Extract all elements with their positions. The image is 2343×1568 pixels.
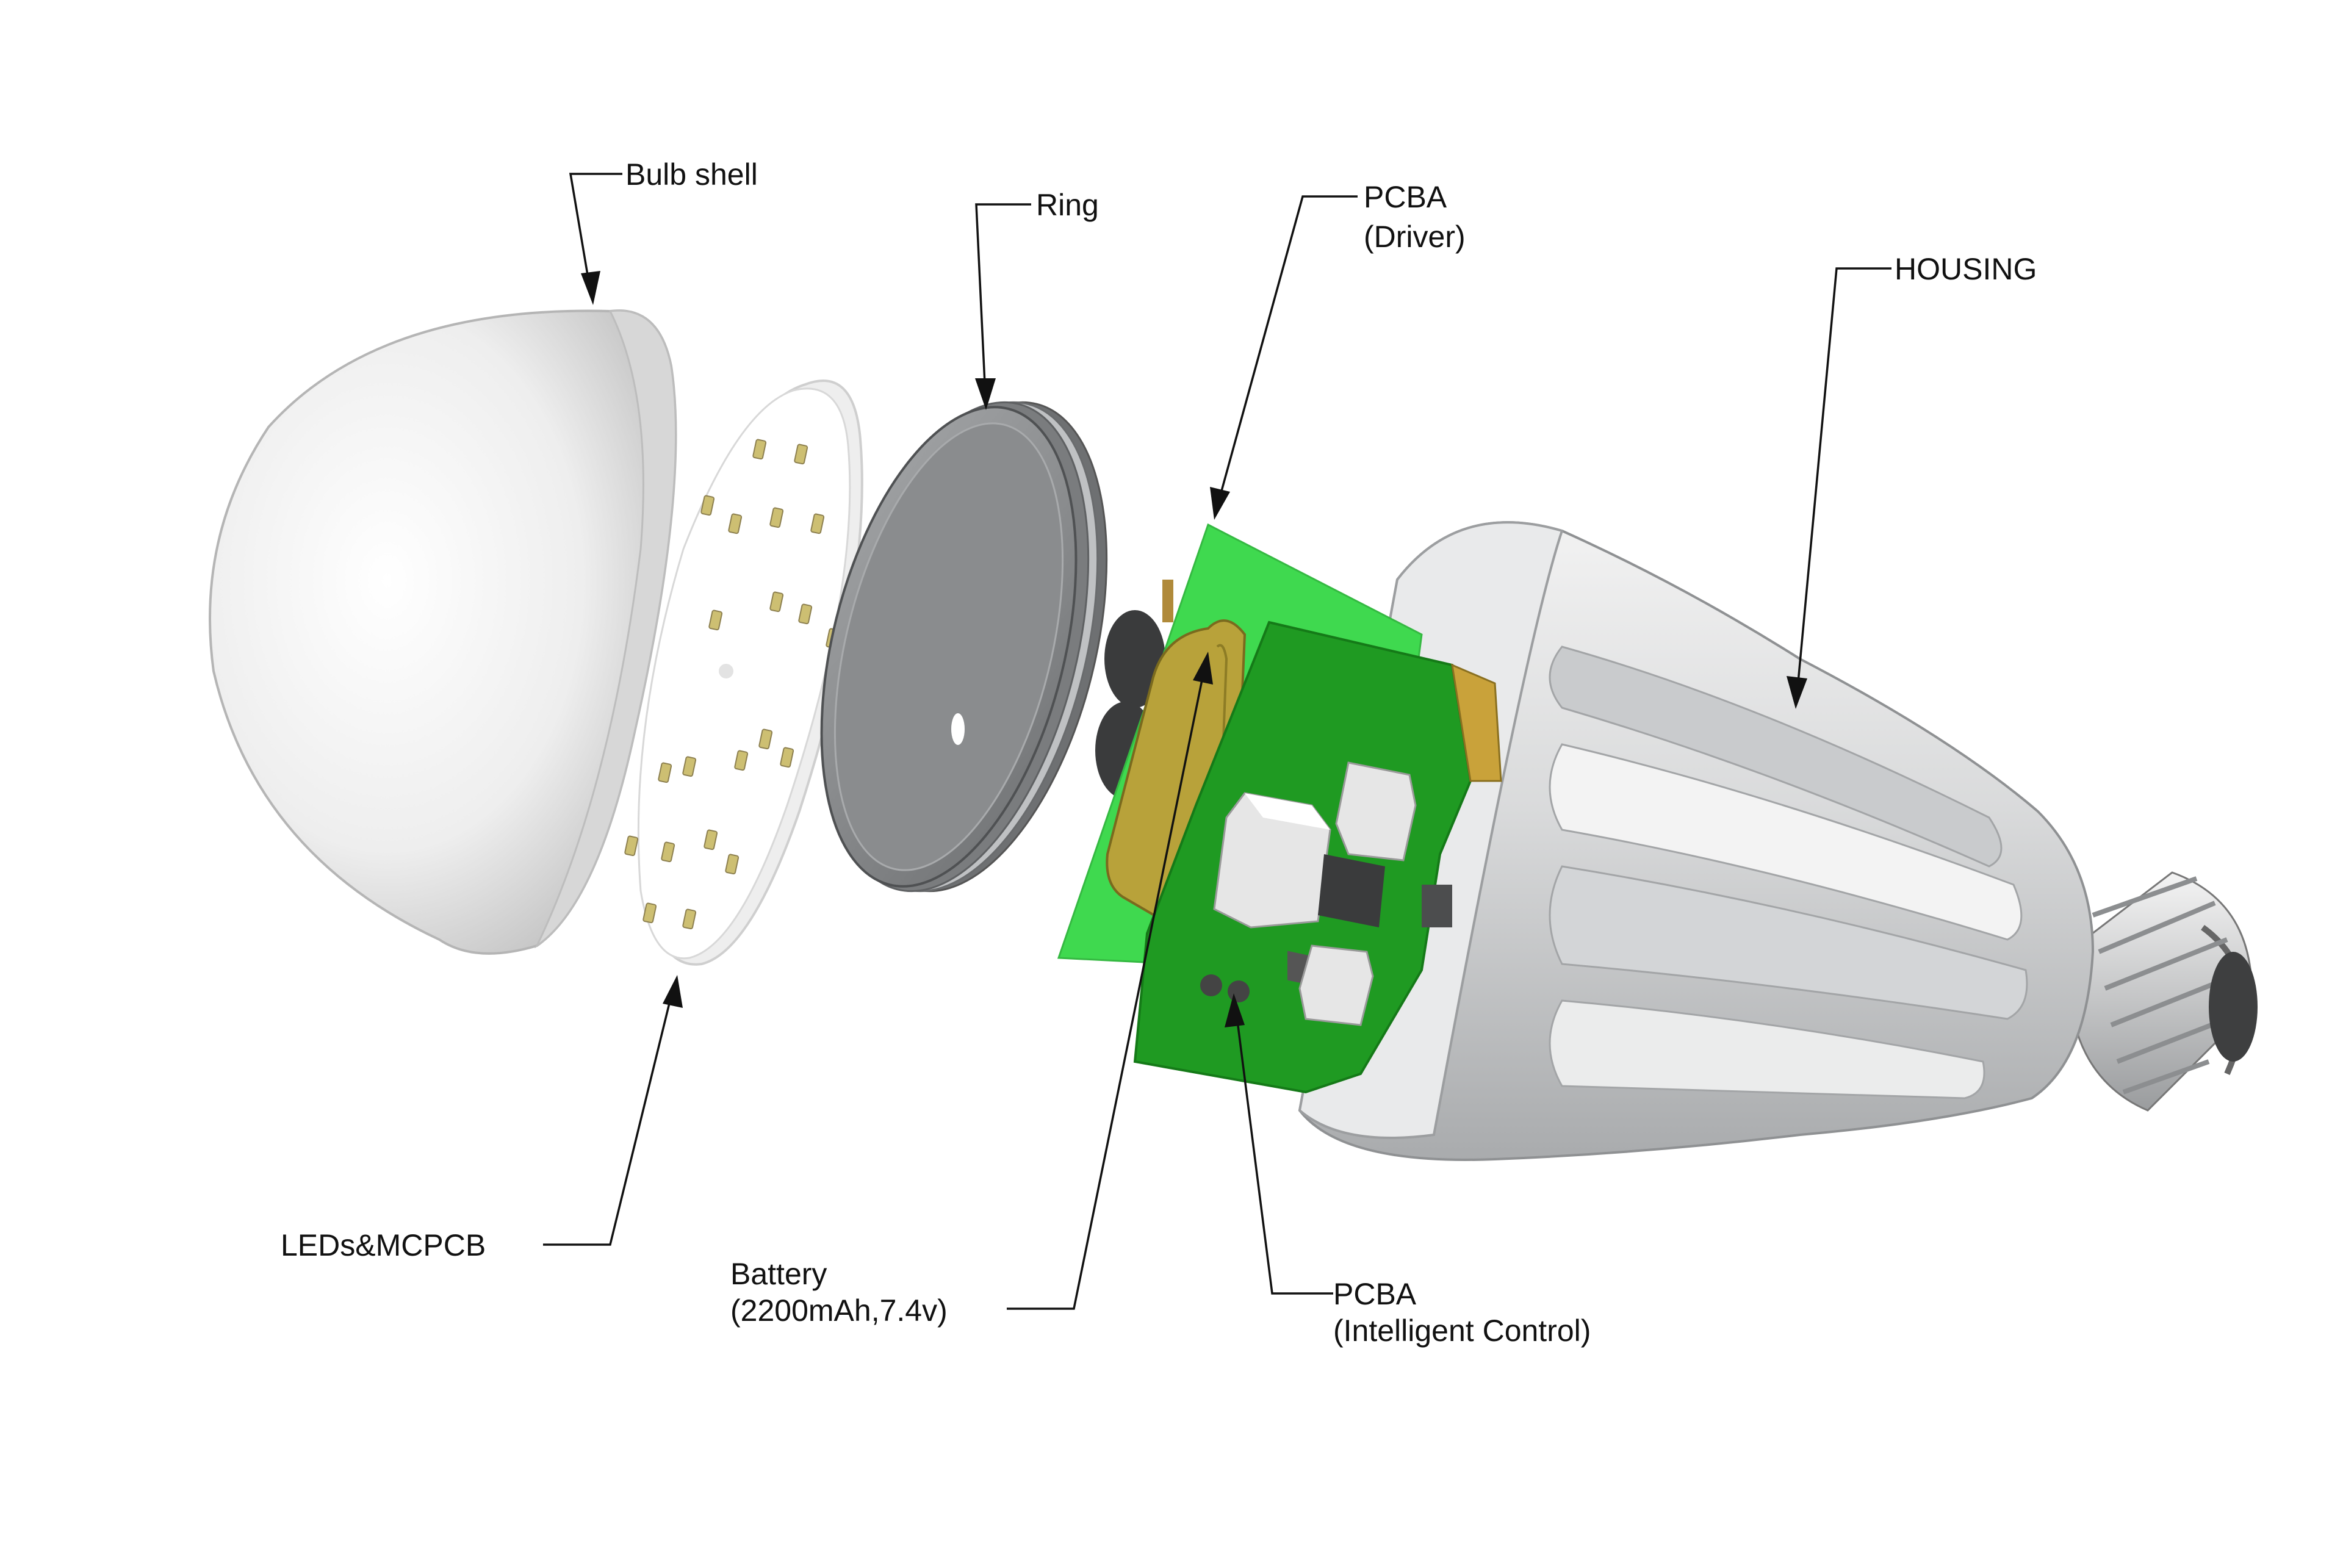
label-housing: HOUSING xyxy=(1895,252,2037,286)
leader-lines xyxy=(543,173,1891,1310)
callout-labels: Bulb shell Ring PCBA (Driver) HOUSING LE… xyxy=(281,157,2037,1348)
led-chip xyxy=(728,513,743,534)
pcba-intelligent-control-part xyxy=(1133,620,1502,1094)
screw-base xyxy=(2067,871,2258,1112)
led-chip xyxy=(704,829,718,851)
led-chip xyxy=(734,750,749,771)
led-chip xyxy=(758,728,773,750)
led-chip xyxy=(624,835,639,857)
led-mcpcb-part xyxy=(624,379,863,966)
led-chip xyxy=(725,854,740,875)
label-ring: Ring xyxy=(1036,188,1099,222)
led-chip xyxy=(682,756,697,777)
ring-part xyxy=(820,401,1108,893)
led-chip xyxy=(810,513,825,534)
led-chip xyxy=(794,444,808,465)
led-chip xyxy=(708,610,723,631)
label-leds-mcpcb: LEDs&MCPCB xyxy=(281,1228,486,1262)
led-chip xyxy=(780,747,794,768)
led-chip xyxy=(700,495,715,516)
led-chip xyxy=(661,841,675,863)
label-bulb-shell: Bulb shell xyxy=(625,157,758,192)
led-chip xyxy=(769,507,784,528)
label-pcba-driver-sub: (Driver) xyxy=(1364,220,1466,254)
led-chip xyxy=(752,439,767,460)
label-pcba-intelligent-sub: (Intelligent Control) xyxy=(1333,1314,1591,1348)
label-pcba-intelligent: PCBA xyxy=(1333,1277,1417,1311)
label-pcba-driver: PCBA xyxy=(1364,180,1447,214)
bulb-shell-part xyxy=(209,309,677,955)
led-chip xyxy=(658,762,672,783)
led-chip xyxy=(682,908,697,930)
led-chip xyxy=(798,603,813,625)
led-chips xyxy=(624,439,840,930)
label-battery: Battery xyxy=(730,1257,827,1291)
led-chip xyxy=(642,902,657,924)
led-chip xyxy=(769,591,784,613)
label-battery-spec: (2200mAh,7.4v) xyxy=(730,1293,948,1328)
